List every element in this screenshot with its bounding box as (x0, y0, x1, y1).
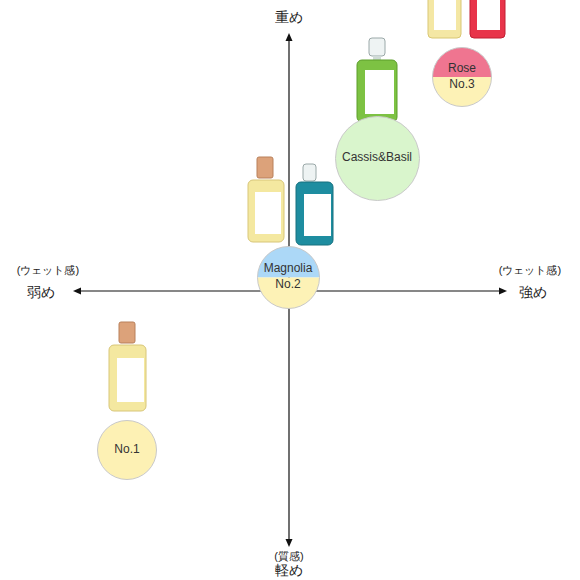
circle-fill (335, 116, 419, 200)
bottle-label (365, 70, 394, 114)
bottle-label (255, 192, 281, 234)
axis-end-label: 強め (519, 284, 547, 300)
bottle-label (304, 194, 331, 236)
bottle-cap (257, 157, 273, 178)
axis-arrowhead (286, 539, 293, 547)
circle-shape (257, 246, 320, 309)
axis-end-label: 軽め (275, 562, 303, 578)
circle-outline (98, 421, 157, 480)
circle-fill (98, 421, 157, 480)
axis-arrowhead (499, 288, 507, 295)
circle-top-half (257, 246, 319, 277)
axis-arrowhead (73, 288, 81, 295)
bottle (470, 0, 505, 38)
axis-note: (質感) (274, 550, 303, 563)
product-name: Magnolia (264, 262, 313, 276)
circle-bottom-half (433, 77, 492, 107)
bottle-label (117, 358, 144, 402)
axis-note: (ウェット感) (17, 264, 79, 277)
product-number: No.2 (275, 278, 300, 292)
bottle-label (434, 0, 456, 30)
bottle-label (477, 0, 500, 30)
product-number: No.3 (449, 78, 474, 92)
bottle (109, 345, 146, 411)
product-circle: MagnoliaNo.2 (257, 246, 320, 309)
bottle (357, 60, 397, 122)
bottle-cap (369, 38, 385, 56)
product-circle: No.1 (97, 420, 157, 480)
bottle (248, 180, 284, 242)
product-circle: RoseNo.3 (432, 47, 492, 107)
product-name: No.1 (114, 443, 139, 457)
circle-outline (335, 116, 419, 200)
product-name: Cassis&Basil (342, 151, 412, 165)
axis-note: (ウェット感) (499, 264, 561, 277)
axis-arrowhead (286, 33, 293, 41)
bottle-cap (303, 164, 316, 181)
axis-end-label: 重め (275, 9, 303, 25)
bottle (428, 0, 461, 38)
bottle-cap (119, 322, 135, 343)
circle-outline (257, 246, 319, 308)
circle-outline (433, 48, 492, 107)
circle-bottom-half (257, 277, 319, 308)
bottle (296, 182, 333, 245)
circle-shape (432, 47, 492, 107)
axis-end-label: 弱め (27, 284, 55, 300)
product-circle: Cassis&Basil (335, 116, 420, 201)
product-name: Rose (448, 62, 476, 76)
circle-top-half (433, 48, 492, 78)
